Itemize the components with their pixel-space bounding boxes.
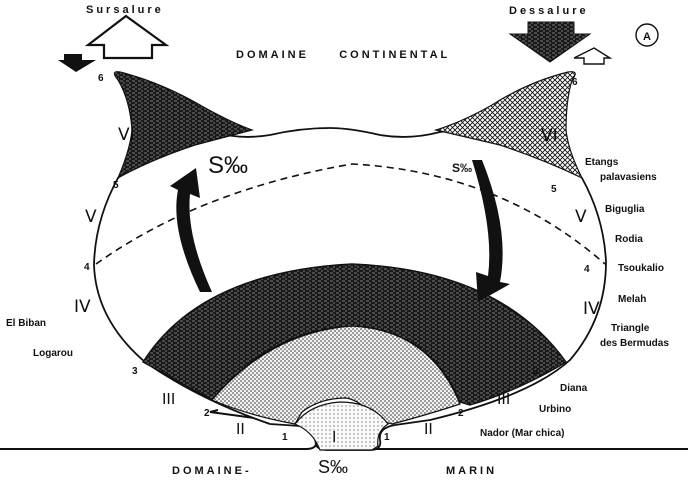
zone-label-ii-left: II [236,420,245,438]
boundary-5-left: 5 [113,180,119,191]
zone-label-iii-right: III [497,390,510,408]
sursalure-label: Sursalure [86,4,164,16]
salinity-label-left: S‰ [208,152,248,179]
zone-label-v-left: V [85,207,97,227]
domaine-label-bottom: DOMAINE- [172,465,252,477]
lagoon-etangs: Etangs [585,157,619,168]
salinity-label-bottom: S‰ [318,457,348,477]
boundary-4-left: 4 [84,262,90,273]
lagoon-el-biban: El Biban [6,318,46,329]
zone-label-iv-left: IV [74,297,91,317]
boundary-1-left: 1 [282,432,288,443]
lagoon-urbino: Urbino [539,404,571,415]
figure-label: A [643,31,651,43]
arrow-salinity-decrease [472,160,510,302]
lagoon-rodia: Rodia [615,234,643,245]
lagoon-diana: Diana [560,383,588,394]
lagoon-des-bermudas: des Bermudas [600,338,669,349]
boundary-1-right: 1 [384,432,390,443]
sursalure-up-arrow-icon [84,14,170,60]
domaine-continental-label: DOMAINE CONTINENTAL [236,49,450,61]
zone-vi-right [433,71,584,180]
salinity-label-right: S‰ [452,161,472,175]
isohaline-dashed [95,163,606,265]
dessalure-down-arrow-icon [508,21,592,63]
zone-label-iv-right: IV [583,299,600,319]
boundary-3-left: 3 [132,366,138,377]
boundary-3-right: 3 [533,366,539,377]
zone-i [294,401,389,451]
zone-label-iii-left: III [162,390,175,408]
zone-label-v-right: V [575,207,587,227]
arrow-salinity-increase [170,168,212,292]
zone-vi-left [113,71,254,180]
zone-ii [211,325,461,425]
lagoon-tsoukalio: Tsoukalio [618,263,664,274]
marin-label: MARIN [446,465,497,477]
lagoon-triangle: Triangle [611,323,650,334]
boundary-4-right: 4 [584,264,590,275]
zone-label-ii-right: II [424,420,433,438]
lagoon-logarou: Logarou [33,348,73,359]
figure-label-circle [635,23,659,47]
zone-label-i: I [332,428,336,446]
boundary-2-right: 2 [458,408,464,419]
boundary-5-right: 5 [551,184,557,195]
zone-label-vi-right: VI [541,126,558,146]
sursalure-down-arrow-icon [58,54,96,72]
zone-label-vi-left: VI [118,125,135,145]
boundary-2-left: 2 [204,408,210,419]
lagoon-palavasiens: palavasiens [600,172,657,183]
boundary-6-left: 6 [98,73,104,84]
lagoon-nador: Nador (Mar chica) [480,428,564,439]
dessalure-up-arrow-icon [573,47,613,65]
boundary-6-right: 6 [572,77,578,88]
dessalure-label: Dessalure [509,5,589,17]
lagoon-biguglia: Biguglia [605,204,645,215]
lagoon-melah: Melah [618,294,646,305]
